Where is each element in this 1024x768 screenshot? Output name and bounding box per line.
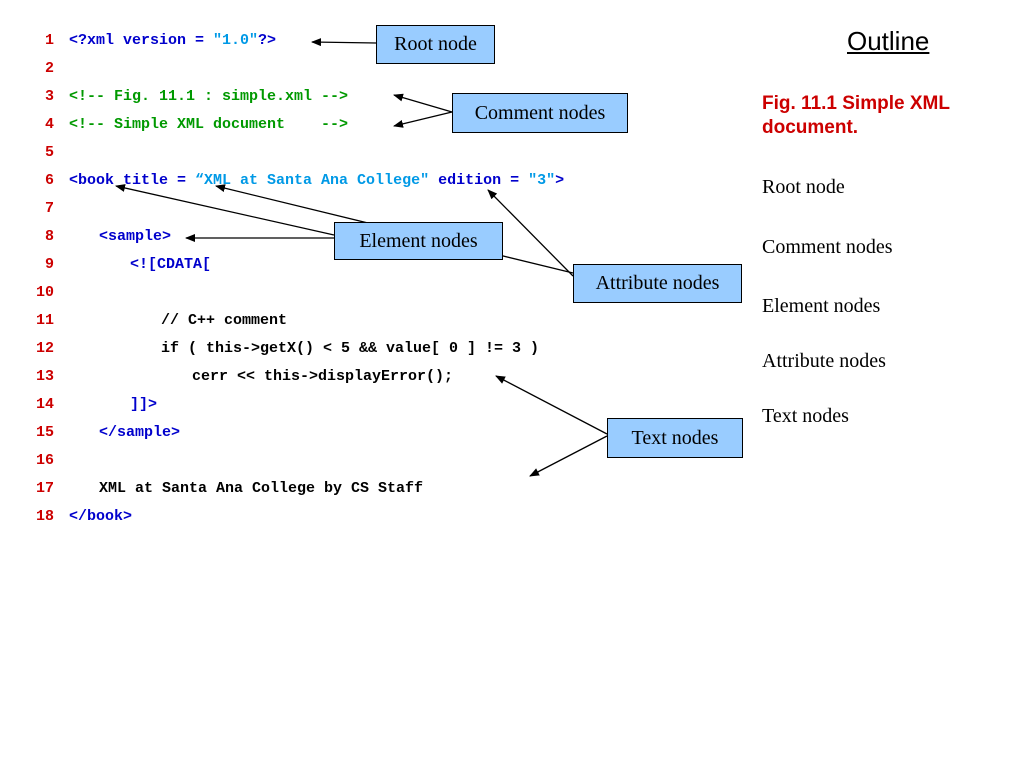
line-number: 17 — [35, 480, 54, 497]
outline-item: Text nodes — [762, 405, 849, 427]
code-line-comment: <!-- Fig. 11.1 : simple.xml --> — [69, 88, 349, 105]
code-line-cdata-open: <![CDATA[ — [130, 256, 212, 273]
code-line-cpp-if: if ( this->getX() < 5 && value[ 0 ] != 3… — [161, 340, 540, 357]
code-line-xml-declaration: <?xml version = "1.0"?> — [69, 32, 276, 50]
callout-attribute-nodes: Attribute nodes — [573, 264, 742, 303]
line-number: 9 — [44, 256, 54, 273]
line-number: 3 — [44, 88, 54, 105]
code-line-cpp-comment: // C++ comment — [161, 312, 288, 329]
figure-caption: Fig. 11.1 Simple XML document. — [762, 93, 950, 138]
code-line-comment: <!-- Simple XML document --> — [69, 116, 349, 133]
line-number: 5 — [44, 144, 54, 161]
line-number: 7 — [44, 200, 54, 217]
code-token: <book title = — [69, 172, 196, 189]
code-token: "3" — [528, 172, 556, 189]
line-number: 14 — [35, 396, 54, 413]
code-token: ?> — [258, 32, 277, 49]
arrow-text-node-2 — [529, 435, 608, 477]
code-line-cpp-cerr: cerr << this->displayError(); — [192, 368, 454, 385]
code-token: <?xml version = — [69, 32, 214, 49]
outline-title: Outline — [847, 26, 930, 56]
code-line-book-open: <book title = “XML at Santa Ana College"… — [69, 172, 564, 190]
line-number: 11 — [35, 312, 54, 329]
code-line-cdata-close: ]]> — [130, 396, 158, 413]
line-number: 10 — [35, 284, 54, 301]
arrow-comment-node-2 — [393, 111, 453, 128]
line-number: 2 — [44, 60, 54, 77]
arrow-comment-node-1 — [393, 93, 453, 113]
callout-root-node: Root node — [376, 25, 495, 64]
outline-item: Root node — [762, 176, 845, 198]
outline-item: Comment nodes — [762, 236, 893, 258]
line-number: 13 — [35, 368, 54, 385]
code-line-text-content: XML at Santa Ana College by CS Staff — [99, 480, 424, 497]
line-number: 4 — [44, 116, 54, 133]
line-number: 12 — [35, 340, 54, 357]
code-token: > — [555, 172, 565, 189]
callout-element-nodes: Element nodes — [334, 222, 503, 260]
line-number: 8 — [44, 228, 54, 245]
line-number: 6 — [44, 172, 54, 189]
code-token: edition = — [429, 172, 529, 189]
callout-comment-nodes: Comment nodes — [452, 93, 628, 133]
line-number: 16 — [35, 452, 54, 469]
arrow-root-node — [311, 38, 377, 47]
code-line-sample-open: <sample> — [99, 228, 172, 245]
code-line-book-close: </book> — [69, 508, 133, 525]
outline-item: Element nodes — [762, 295, 881, 317]
outline-item: Attribute nodes — [762, 350, 886, 372]
line-number: 18 — [35, 508, 54, 525]
callout-text-nodes: Text nodes — [607, 418, 743, 458]
line-number: 1 — [44, 32, 54, 49]
code-token: “XML at Santa Ana College" — [195, 172, 430, 189]
line-number: 15 — [35, 424, 54, 441]
code-token: "1.0" — [213, 32, 259, 49]
arrow-text-node-1 — [495, 375, 608, 435]
code-line-sample-close: </sample> — [99, 424, 181, 441]
